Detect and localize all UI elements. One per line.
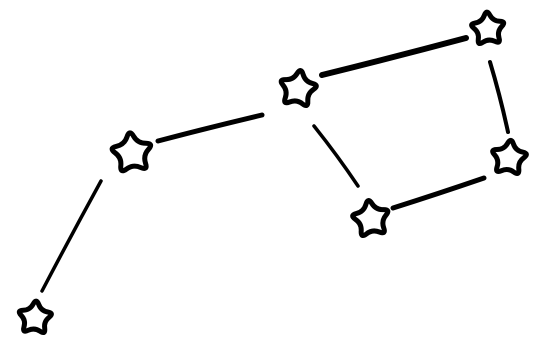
constellation-stars xyxy=(19,12,526,332)
connection-line-star-2-star-3 xyxy=(158,115,262,141)
connection-line-star-5-star-6 xyxy=(393,178,484,208)
star-1-icon xyxy=(19,301,51,332)
star-5-icon xyxy=(493,140,527,173)
constellation-lines xyxy=(42,38,508,291)
connection-line-star-4-star-5 xyxy=(490,62,508,132)
connection-line-star-3-star-4 xyxy=(322,38,466,75)
connection-line-star-1-star-2 xyxy=(42,181,101,291)
star-2-icon xyxy=(112,133,151,171)
star-6-icon xyxy=(353,201,388,236)
star-4-icon xyxy=(472,12,504,43)
star-3-icon xyxy=(281,71,316,106)
connection-line-star-6-star-3 xyxy=(314,126,358,186)
